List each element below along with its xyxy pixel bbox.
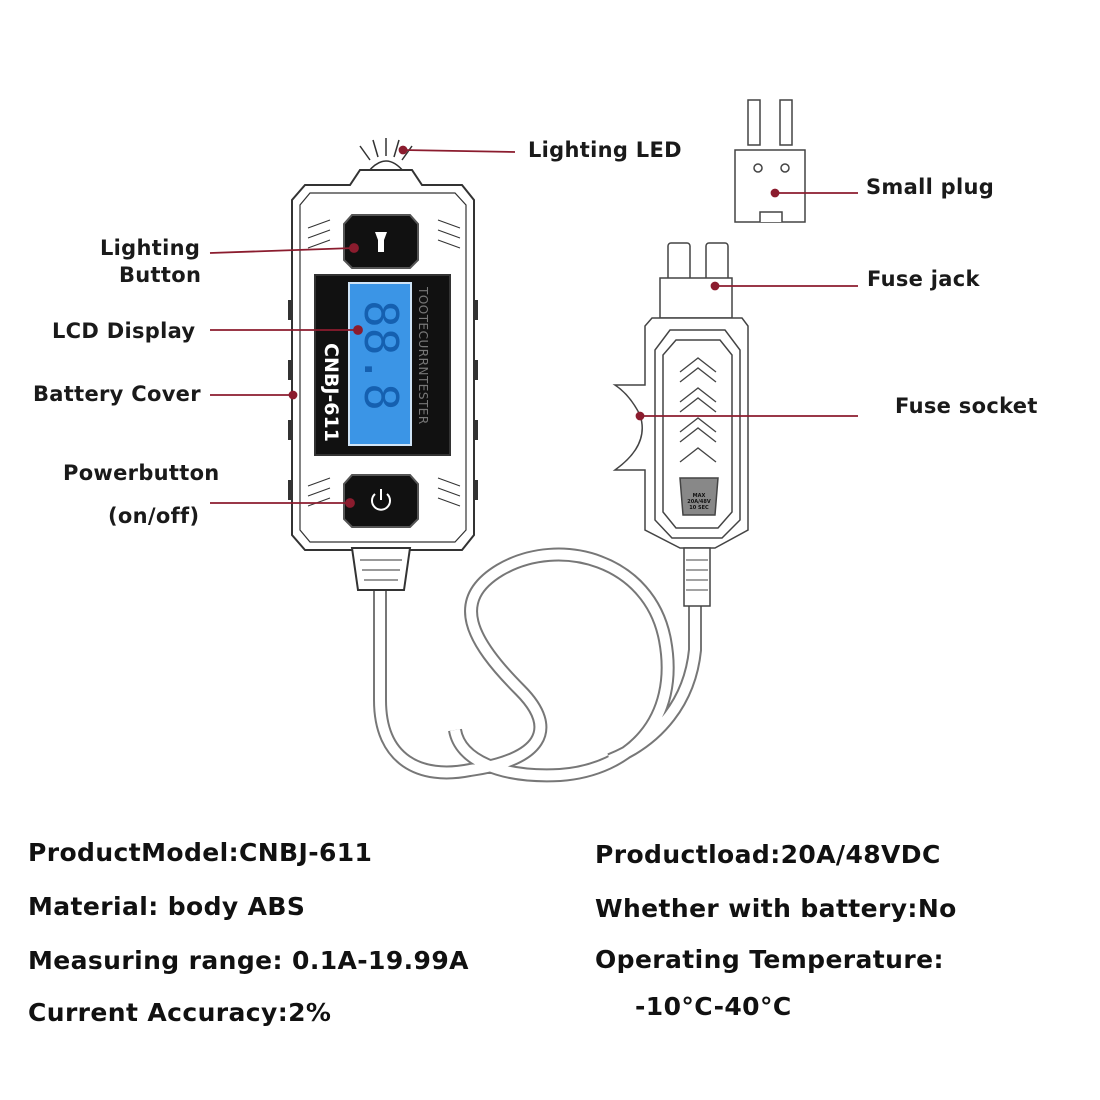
leader-lines: [209, 145, 858, 508]
label-lighting-led: Lighting LED: [528, 138, 682, 162]
spec-battery: Whether with battery:No: [595, 894, 957, 923]
spec-measuring-range: Measuring range: 0.1A-19.99A: [28, 946, 469, 975]
spec-current-accuracy: Current Accuracy:2%: [28, 998, 332, 1027]
label-lighting-button-line2: Button: [119, 263, 202, 287]
fuse-rating-text: 20A/48V: [687, 499, 711, 505]
brand-print: TOOTECURRNTESTER: [416, 287, 430, 425]
label-powerbutton-line1: Powerbutton: [63, 461, 220, 485]
power-button[interactable]: [343, 474, 419, 528]
spec-product-load: Productload:20A/48VDC: [595, 840, 941, 869]
model-print: CNBJ-611: [320, 343, 342, 442]
label-fuse-jack: Fuse jack: [867, 267, 980, 291]
fuse-time-text: 10 SEC: [689, 505, 709, 511]
label-battery-cover: Battery Cover: [33, 382, 201, 406]
spec-temperature-range: -10°C-40°C: [635, 992, 792, 1021]
spec-product-model: ProductModel:CNBJ-611: [28, 838, 373, 867]
spec-material: Material: body ABS: [28, 892, 306, 921]
lcd-digits: 88.8: [354, 300, 408, 411]
small-plug: [734, 99, 806, 223]
label-lighting-button-line1: Lighting: [100, 236, 201, 260]
spec-operating-temperature: Operating Temperature:: [595, 945, 944, 974]
power-icon: [371, 489, 391, 511]
label-fuse-socket: Fuse socket: [895, 394, 1038, 418]
flashlight-icon: [375, 232, 387, 252]
fuse-max-text: MAX: [692, 493, 706, 499]
label-lcd-display: LCD Display: [52, 319, 196, 343]
fuse-probe: [612, 242, 749, 607]
label-powerbutton-line2: (on/off): [108, 504, 200, 528]
lcd-screen: [348, 282, 412, 446]
fuse-rating-label: MAX 20A/48V 10 SEC: [683, 493, 715, 511]
lighting-led: [359, 138, 413, 173]
label-small-plug: Small plug: [866, 175, 995, 199]
lighting-button[interactable]: [343, 214, 419, 269]
cable: [373, 547, 702, 783]
